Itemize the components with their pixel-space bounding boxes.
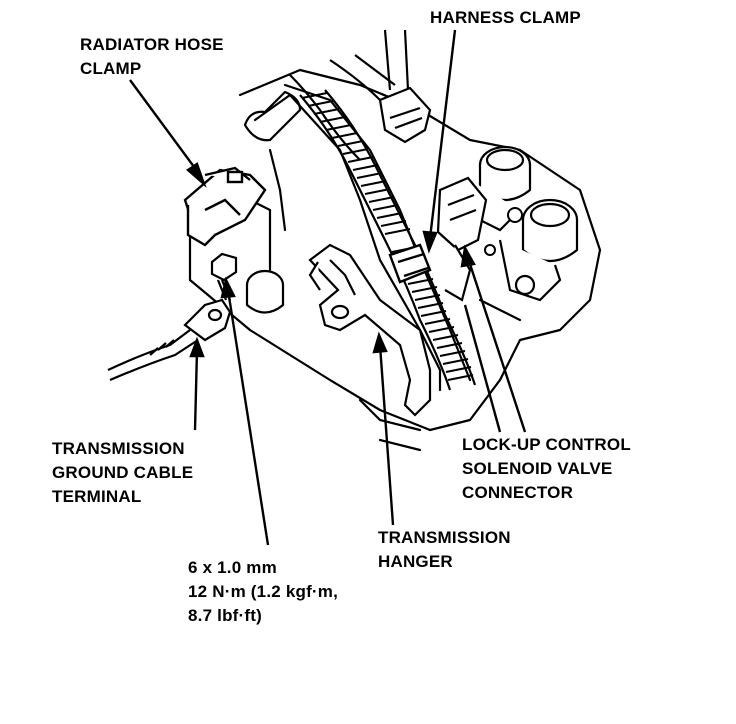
label-transmission-hanger: TRANSMISSION HANGER (378, 526, 511, 574)
transmission-hanger-part (308, 243, 432, 417)
label-line: TERMINAL (52, 487, 142, 506)
ground-cable (107, 329, 199, 382)
harness-connector (378, 86, 432, 144)
label-line: 12 N·m (1.2 kgf·m, (188, 582, 339, 601)
label-radiator-hose-clamp: RADIATOR HOSE CLAMP (80, 33, 224, 81)
ground-terminal-part (183, 298, 232, 342)
label-line: TRANSMISSION (378, 528, 511, 547)
label-line: LOCK-UP CONTROL (462, 435, 631, 454)
label-line: HARNESS CLAMP (430, 8, 581, 27)
harness-clamp-band (388, 243, 432, 284)
label-line: TRANSMISSION (52, 439, 185, 458)
wiring-harness (289, 29, 477, 391)
label-harness-clamp: HARNESS CLAMP (430, 6, 581, 30)
label-line: 6 x 1.0 mm (188, 558, 277, 577)
upper-tube-cap (243, 90, 302, 142)
label-line: SOLENOID VALVE (462, 459, 613, 478)
case-lower-edge (188, 278, 432, 432)
lockup-connector-body (436, 176, 488, 302)
case-boss (245, 269, 285, 314)
label-lockup-connector: LOCK-UP CONTROL SOLENOID VALVE CONNECTOR (462, 433, 631, 505)
label-bolt-spec: 6 x 1.0 mm 12 N·m (1.2 kgf·m, 8.7 lbf·ft… (188, 556, 338, 628)
leader-lines (129, 29, 527, 546)
label-ground-cable-terminal: TRANSMISSION GROUND CABLE TERMINAL (52, 437, 193, 509)
label-line: RADIATOR HOSE (80, 35, 224, 54)
label-line: GROUND CABLE (52, 463, 194, 482)
label-line: 8.7 lbf·ft) (188, 606, 262, 625)
label-line: CONNECTOR (462, 483, 574, 502)
valve-bolt-head (484, 207, 523, 256)
label-line: HANGER (378, 552, 453, 571)
radiator-hose-clamp-part (183, 166, 267, 247)
solenoid-valve-lower (498, 198, 579, 302)
label-line: CLAMP (80, 59, 142, 78)
